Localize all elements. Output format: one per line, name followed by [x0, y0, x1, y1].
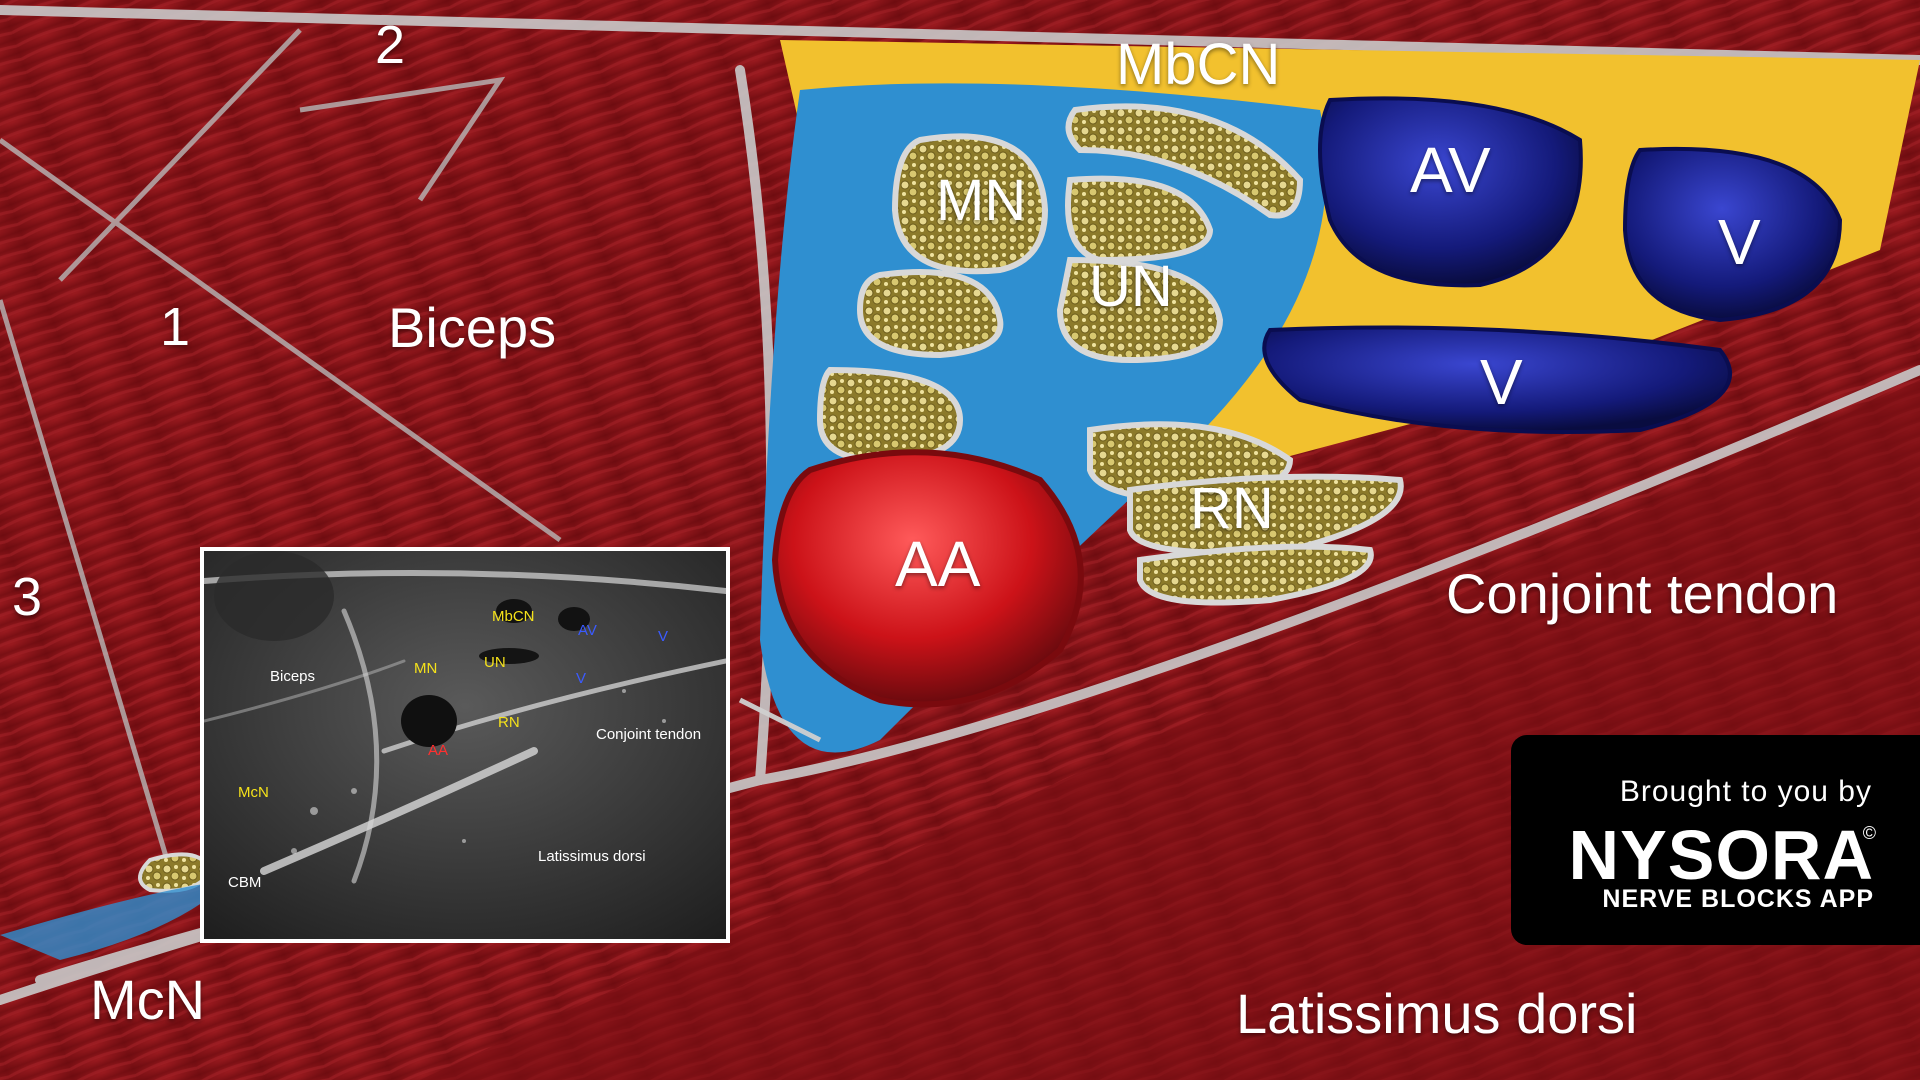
us-label-mn: MN [414, 660, 438, 677]
us-label-mcn: McN [238, 784, 269, 801]
label-mcn: McN [90, 968, 206, 1031]
label-conjoint-tendon: Conjoint tendon [1446, 562, 1839, 625]
label-v-upper: V [1718, 206, 1761, 278]
label-av: AV [1410, 134, 1491, 206]
us-label-conjoint-tendon: Conjoint tendon [596, 726, 702, 743]
label-2: 2 [375, 15, 406, 75]
ultrasound-inset: Biceps MbCN AV V V MN UN RN AA Conjoint … [200, 547, 730, 943]
label-latissimus-dorsi: Latissimus dorsi [1236, 982, 1638, 1045]
badge-tagline: Brought to you by [1619, 775, 1872, 808]
label-3: 3 [12, 567, 43, 627]
label-un: UN [1089, 254, 1173, 319]
badge-subtitle: NERVE BLOCKS APP [1602, 885, 1874, 913]
label-rn: RN [1190, 476, 1274, 541]
label-v-lower: V [1480, 346, 1523, 418]
us-label-aa: AA [428, 742, 449, 759]
us-label-latissimus-dorsi: Latissimus dorsi [538, 848, 646, 865]
label-biceps: Biceps [388, 296, 557, 359]
us-label-un: UN [484, 654, 506, 671]
label-mn: MN [936, 168, 1027, 233]
us-label-biceps: Biceps [270, 668, 316, 685]
us-label-rn: RN [498, 714, 520, 731]
us-label-av: AV [578, 622, 597, 639]
ultrasound-image [204, 551, 726, 939]
us-label-cbm: CBM [228, 874, 262, 891]
us-label-v2: V [576, 670, 587, 687]
badge-registered-mark: © [1862, 823, 1876, 843]
label-1: 1 [160, 297, 191, 357]
us-label-v1: V [658, 628, 669, 645]
nysora-badge: Brought to you by NYSORA © NERVE BLOCKS … [1511, 735, 1920, 945]
badge-brand-logo: NYSORA [1568, 816, 1874, 894]
label-aa: AA [895, 528, 981, 600]
us-label-mbcn: MbCN [492, 608, 535, 625]
label-mbcn: MbCN [1116, 32, 1281, 97]
